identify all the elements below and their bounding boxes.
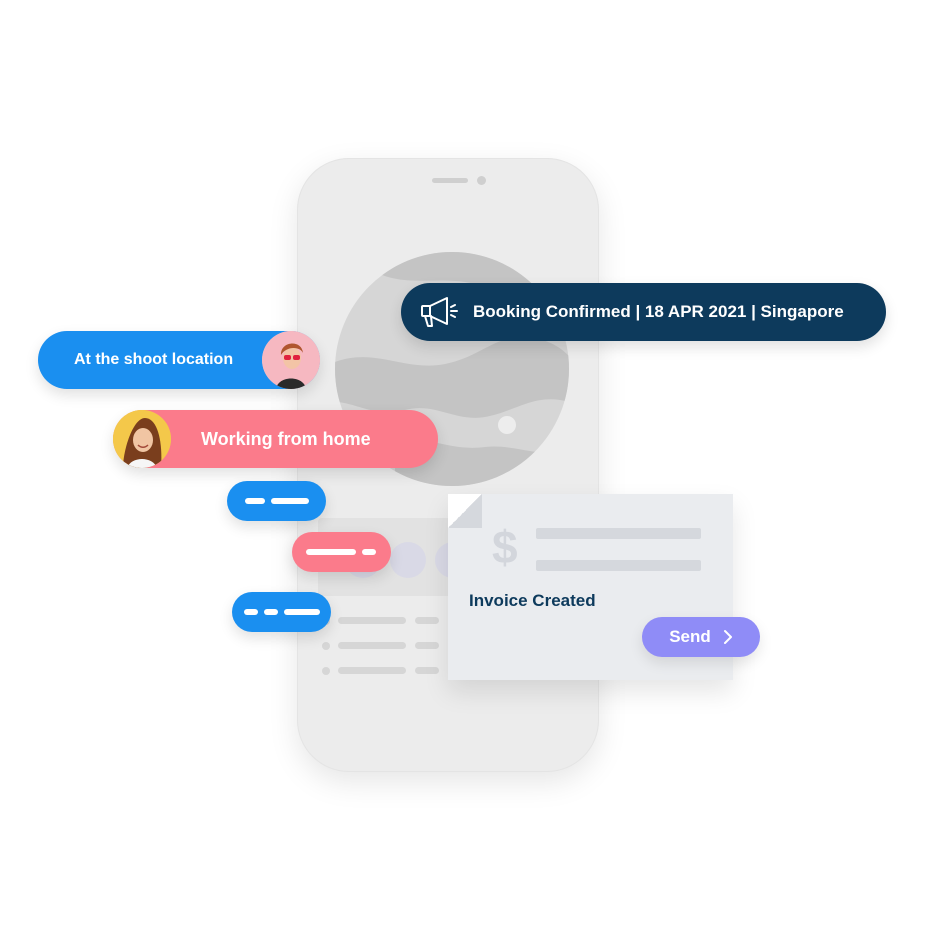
shoot-location-status: At the shoot location — [38, 331, 320, 389]
booking-label: Booking Confirmed | 18 APR 2021 | Singap… — [473, 302, 844, 321]
list-line — [415, 642, 439, 649]
typing-bubble — [232, 592, 331, 632]
booking-confirmed-notification: Booking Confirmed | 18 APR 2021 | Singap… — [401, 283, 886, 341]
send-button[interactable]: Send — [642, 617, 760, 657]
typing-bubble — [227, 481, 326, 521]
dollar-icon: $ — [492, 521, 518, 573]
list-line — [338, 642, 406, 649]
list-bullet — [322, 642, 330, 650]
list-line — [415, 617, 439, 624]
send-label: Send — [669, 627, 711, 646]
woman-with-sunglasses-avatar — [262, 331, 320, 389]
list-line — [338, 667, 406, 674]
invoice-detail-line — [536, 528, 701, 539]
typing-bubble — [292, 532, 391, 572]
phone-camera — [477, 176, 486, 185]
list-line — [338, 617, 406, 624]
smiling-woman-avatar — [113, 410, 171, 468]
invoice-title: Invoice Created — [469, 591, 596, 610]
megaphone-icon — [421, 297, 458, 327]
invoice-fold-shade — [448, 494, 482, 528]
list-bullet — [322, 667, 330, 675]
invoice-detail-line — [536, 560, 701, 571]
shoot-status-label: At the shoot location — [74, 351, 234, 368]
phone-speaker — [432, 178, 468, 183]
working-from-home-status: Working from home — [113, 410, 438, 468]
chevron-right-icon — [723, 630, 732, 644]
home-status-label: Working from home — [201, 428, 371, 449]
list-line — [415, 667, 439, 674]
avatar-placeholder — [390, 542, 426, 578]
